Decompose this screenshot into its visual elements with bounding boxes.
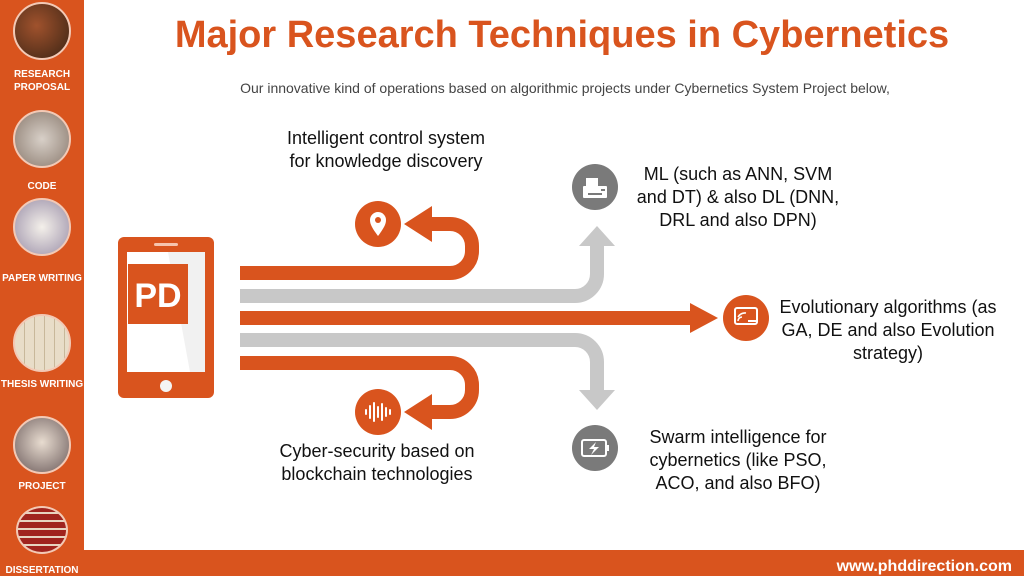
sidebar-item-label: THESIS WRITING (0, 379, 84, 390)
loop-arrow-top-head (404, 206, 432, 242)
location-pin-icon (355, 201, 401, 247)
books-stack-thumbnail (16, 506, 68, 554)
fax-machine-icon (572, 164, 618, 210)
sidebar-item-label: DISSERTATION (5, 565, 79, 576)
battery-bolt-icon (572, 425, 618, 471)
arrow-up-gray-head (579, 226, 615, 246)
sidebar-item-project[interactable]: PROJECT (0, 416, 84, 493)
sidebar-item-library[interactable] (0, 2, 84, 60)
label-cyber-security: Cyber-security based on blockchain techn… (279, 441, 475, 484)
footer-link[interactable]: www.phddirection.com (836, 558, 1012, 575)
sidebar-item-code[interactable]: CODE (0, 110, 84, 193)
arrow-down-gray (240, 333, 604, 392)
label-evolutionary: Evolutionary algorithms (as GA, DE and a… (779, 297, 997, 363)
sidebar-item-label: PROJECT (18, 481, 66, 492)
arrow-straight-orange-head (690, 303, 718, 333)
sidebar-item-label: RESEARCH PROPOSAL (13, 69, 71, 93)
sound-wave-icon (355, 389, 401, 435)
sidebar-item-label: PAPER WRITING (2, 273, 82, 284)
phone-logo: PD (134, 277, 181, 315)
sidebar-item-dissertation[interactable]: DISSERTATION (0, 506, 84, 577)
arrow-up-gray (240, 242, 604, 303)
hand-laptop-thumbnail (13, 110, 71, 168)
loop-arrow-top (240, 217, 479, 280)
loop-arrow-bottom (240, 356, 479, 419)
sidebar-item-label: CODE (27, 181, 57, 192)
label-swarm: Swarm intelligence for cybernetics (like… (649, 427, 827, 493)
footer-bar: www.phddirection.com (84, 550, 1024, 576)
wireless-screen-icon (723, 295, 769, 341)
sidebar-item-research-proposal[interactable]: RESEARCH PROPOSAL (0, 68, 84, 94)
thesis-blocks-thumbnail (13, 314, 71, 372)
sidebar: RESEARCH PROPOSAL CODE PAPER WRITING THE… (0, 0, 84, 576)
bookshelf-thumbnail (13, 2, 71, 60)
person-desk-thumbnail (13, 416, 71, 474)
label-intelligent-control: Intelligent control system for knowledge… (286, 128, 486, 171)
sidebar-item-paper-writing[interactable]: PAPER WRITING (0, 198, 84, 285)
loop-arrow-bottom-head (404, 394, 432, 430)
sidebar-item-thesis-writing[interactable]: THESIS WRITING (0, 314, 84, 391)
label-ml-dl: ML (such as ANN, SVM and DT) & also DL (… (636, 164, 840, 230)
phone-graphic: PD (118, 237, 214, 398)
pen-writing-thumbnail (13, 198, 71, 256)
arrow-down-gray-head (579, 390, 615, 410)
page-subtitle: Our innovative kind of operations based … (240, 80, 890, 96)
page-title: Major Research Techniques in Cybernetics (174, 14, 950, 56)
